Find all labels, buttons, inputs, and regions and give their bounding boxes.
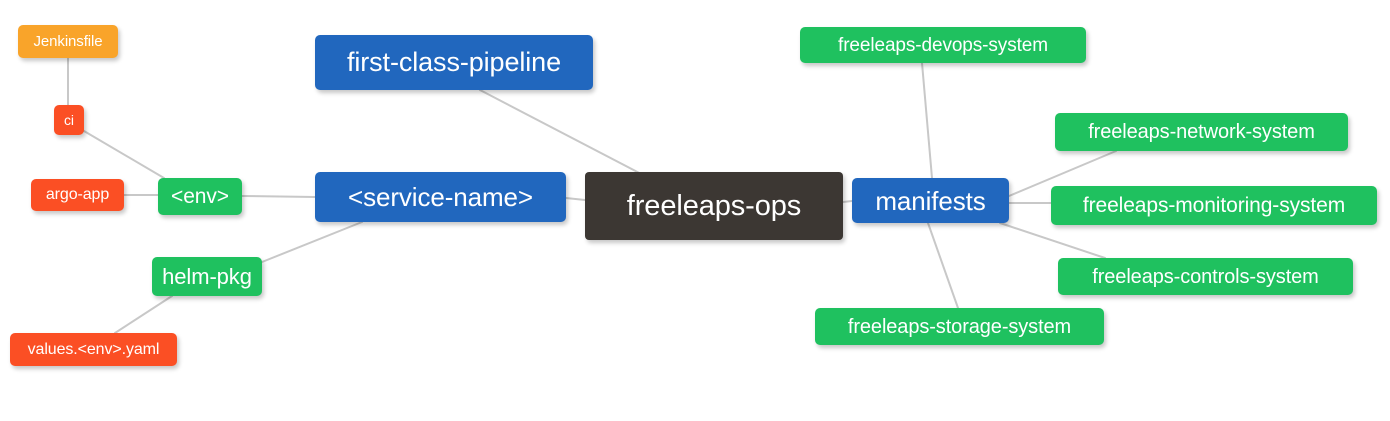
mindmap-node-network-system[interactable]: freeleaps-network-system xyxy=(1055,113,1348,151)
node-label: <service-name> xyxy=(347,182,534,212)
node-label: freeleaps-monitoring-system xyxy=(1082,194,1346,217)
edge-service-name-to-env xyxy=(241,195,316,198)
node-label: helm-pkg xyxy=(162,263,252,289)
mindmap-node-argo-app[interactable]: argo-app xyxy=(31,179,124,211)
edge-env-to-ci xyxy=(83,130,165,179)
edge-manifests-to-devops-system xyxy=(921,62,933,179)
mindmap-node-controls-system[interactable]: freeleaps-controls-system xyxy=(1058,258,1353,295)
mindmap-node-service-name[interactable]: <service-name> xyxy=(315,172,566,222)
mindmap-node-storage-system[interactable]: freeleaps-storage-system xyxy=(815,308,1104,345)
edge-manifests-to-controls-system xyxy=(999,222,1106,259)
edge-root-to-service-name xyxy=(565,197,586,201)
node-label: argo-app xyxy=(45,186,110,203)
node-label: freeleaps-storage-system xyxy=(847,315,1072,338)
mindmap-node-root[interactable]: freeleaps-ops xyxy=(585,172,843,240)
node-label: manifests xyxy=(875,185,986,216)
edge-service-name-to-helm-pkg xyxy=(261,221,363,263)
node-label: freeleaps-devops-system xyxy=(838,34,1048,56)
node-label: <env> xyxy=(171,185,229,208)
mindmap-node-ci[interactable]: ci xyxy=(54,105,84,135)
mindmap-node-manifests[interactable]: manifests xyxy=(852,178,1009,223)
mindmap-node-monitoring-system[interactable]: freeleaps-monitoring-system xyxy=(1051,186,1377,225)
node-label: ci xyxy=(64,112,74,128)
edge-root-to-first-class-pipeline xyxy=(479,89,646,177)
mindmap-node-helm-pkg[interactable]: helm-pkg xyxy=(152,257,262,296)
node-label: freeleaps-ops xyxy=(626,189,802,222)
edge-manifests-to-storage-system xyxy=(927,222,959,309)
edge-root-to-manifests xyxy=(842,200,853,203)
node-label: freeleaps-controls-system xyxy=(1092,265,1319,288)
node-label: values.<env>.yaml xyxy=(27,340,160,358)
edge-helm-pkg-to-values-yaml xyxy=(114,295,173,334)
node-label: first-class-pipeline xyxy=(346,47,562,77)
mindmap-node-env[interactable]: <env> xyxy=(158,178,242,215)
mindmap-node-jenkinsfile[interactable]: Jenkinsfile xyxy=(18,25,118,58)
mindmap-node-values-yaml[interactable]: values.<env>.yaml xyxy=(10,333,177,366)
node-label: freeleaps-network-system xyxy=(1088,121,1315,143)
node-label: Jenkinsfile xyxy=(33,33,103,50)
mindmap-node-devops-system[interactable]: freeleaps-devops-system xyxy=(800,27,1086,63)
mindmap-node-first-class-pipeline[interactable]: first-class-pipeline xyxy=(315,35,593,90)
